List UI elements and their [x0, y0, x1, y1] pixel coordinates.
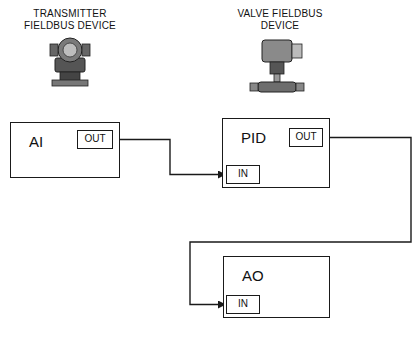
- block-name: AO: [242, 267, 264, 284]
- transmitter-icon: [50, 38, 90, 86]
- block-name: PID: [241, 129, 266, 146]
- signal-link: [113, 140, 226, 175]
- device-caption: VALVE FIELDBUS DEVICE: [225, 8, 335, 32]
- port-name: IN: [227, 166, 259, 181]
- port-box: IN: [226, 165, 260, 184]
- function-block: AI OUT: [10, 122, 120, 178]
- device-caption: TRANSMITTER FIELDBUS DEVICE: [12, 8, 128, 32]
- port-name: OUT: [290, 129, 322, 144]
- function-block: PID OUT IN: [222, 118, 330, 188]
- port-box: OUT: [289, 128, 323, 147]
- port-name: OUT: [78, 131, 112, 146]
- port-name: IN: [227, 296, 259, 311]
- valve-icon: [250, 40, 304, 92]
- function-block: AO IN: [223, 256, 330, 318]
- port-box: IN: [226, 295, 260, 314]
- block-name: AI: [29, 133, 43, 150]
- port-box: OUT: [77, 130, 113, 149]
